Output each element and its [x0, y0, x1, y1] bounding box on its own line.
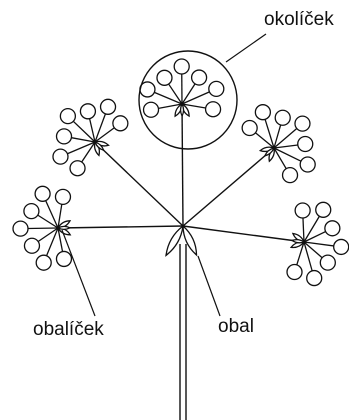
secondary-ray [302, 217, 305, 243]
flower [12, 220, 29, 237]
secondary-ray [154, 91, 183, 105]
primary-ray [94, 141, 184, 227]
flower [294, 202, 311, 219]
flower [254, 104, 272, 121]
involucel-bract [56, 225, 72, 231]
flower [23, 237, 41, 254]
leader-obalicek [61, 229, 96, 317]
flower [294, 115, 311, 132]
flower [208, 80, 225, 98]
label-obal: obal [218, 316, 254, 337]
involucel-bract [179, 102, 185, 118]
label-obalicek: obalíček [33, 319, 104, 340]
secondary-ray [181, 91, 210, 105]
flower [241, 119, 258, 137]
flower [190, 69, 208, 86]
secondary-ray [303, 230, 326, 243]
secondary-ray [273, 147, 287, 169]
secondary-ray [255, 132, 275, 149]
involucel-bract [263, 147, 276, 157]
secondary-ray [181, 103, 206, 109]
secondary-ray [67, 141, 96, 155]
secondary-ray [303, 215, 320, 243]
flower [173, 58, 190, 75]
secondary-ray [158, 103, 183, 110]
secondary-ray [88, 118, 96, 143]
secondary-ray [45, 200, 59, 229]
primary-ray [182, 147, 275, 227]
flower [23, 202, 40, 220]
secondary-ray [168, 83, 183, 105]
secondary-ray [72, 120, 96, 143]
flower [35, 254, 52, 271]
flower [142, 101, 160, 118]
stem [179, 244, 187, 420]
flower [52, 148, 69, 165]
secondary-ray [94, 113, 107, 143]
secondary-ray [303, 241, 334, 247]
flower [112, 115, 129, 132]
umbellet-right [286, 201, 349, 287]
involucel-bract [93, 140, 105, 152]
leader-okolicek [225, 33, 267, 63]
involucel-bract [290, 238, 306, 244]
secondary-ray [94, 127, 115, 143]
primary-ray [57, 225, 184, 229]
umbellets [12, 58, 349, 287]
secondary-ray [273, 127, 298, 149]
flower [59, 107, 77, 125]
umbellet-highlight-circle [138, 50, 238, 150]
secondary-ray [71, 137, 96, 143]
flower [286, 263, 303, 281]
label-leader-lines [61, 33, 267, 317]
flower [299, 156, 316, 173]
flower [333, 238, 349, 256]
secondary-ray [264, 119, 275, 149]
secondary-ray [57, 204, 63, 229]
involucre-bracts [165, 224, 198, 257]
flower [55, 250, 73, 268]
secondary-ray [303, 241, 323, 259]
flower [54, 188, 72, 206]
flower [274, 109, 291, 126]
secondary-ray [303, 241, 313, 272]
flower [79, 103, 97, 120]
umbellet-top [139, 58, 225, 118]
flower [319, 254, 336, 271]
flower [99, 98, 117, 115]
primary-ray [182, 225, 305, 243]
secondary-ray [273, 147, 302, 162]
primary-ray [181, 103, 184, 227]
flower [315, 201, 332, 218]
umbellet-left [12, 185, 73, 271]
flower [69, 160, 86, 177]
flower [281, 166, 299, 184]
secondary-ray [37, 214, 59, 229]
involucre-bract [165, 224, 184, 257]
flower [306, 269, 323, 287]
umbellet-upper-right [241, 104, 316, 184]
flower [55, 128, 73, 145]
primary-rays [57, 103, 305, 243]
secondary-ray [273, 144, 298, 149]
flower [324, 220, 341, 237]
secondary-ray [273, 124, 282, 149]
label-okolicek: okolíček [264, 9, 334, 30]
flower [204, 101, 222, 118]
secondary-ray [45, 227, 59, 256]
flower [34, 185, 51, 202]
secondary-ray [81, 141, 96, 163]
secondary-ray [37, 227, 59, 243]
involucre-bract [182, 224, 198, 257]
secondary-ray [181, 83, 196, 105]
secondary-ray [296, 241, 305, 266]
secondary-ray [57, 227, 64, 252]
umbellet-upper-left [52, 98, 129, 177]
flower [297, 135, 314, 153]
flower [156, 69, 173, 86]
leader-obal [197, 255, 221, 317]
